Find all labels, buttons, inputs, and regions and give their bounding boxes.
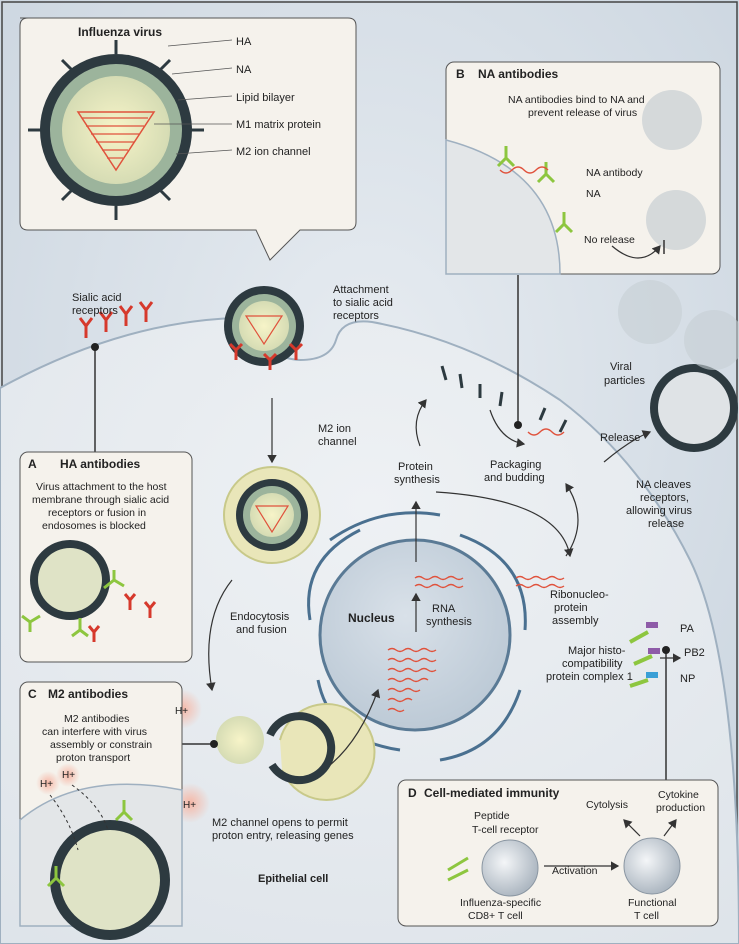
panel-b-text-1: NA antibodies bind to NA and xyxy=(508,94,645,106)
label-m1-matrix: M1 matrix protein xyxy=(236,119,321,131)
panel-b-text-2: prevent release of virus xyxy=(528,107,637,119)
proton-label: H+ xyxy=(183,800,196,811)
viral-particles-label-2: particles xyxy=(604,375,645,387)
connector-dot xyxy=(662,646,670,654)
attachment-label-3: receptors xyxy=(333,310,379,322)
protein-synthesis-label-1: Protein xyxy=(398,461,433,473)
mhc-label-3: protein complex 1 xyxy=(546,671,633,683)
fusing-virus xyxy=(216,702,376,801)
panel-d-peptide: Peptide xyxy=(474,810,510,822)
endocytosis-label-2: and fusion xyxy=(236,624,287,636)
panel-c-text-2: can interfere with virus xyxy=(42,726,147,738)
panel-a-text-4: endosomes is blocked xyxy=(42,520,146,532)
panel-a xyxy=(19,451,193,663)
sialic-acid-receptors xyxy=(78,301,304,370)
rnp-label-3: assembly xyxy=(552,615,599,627)
m2-opens-label-1: M2 channel opens to permit xyxy=(212,817,348,829)
label-m2-channel: M2 ion channel xyxy=(236,146,311,158)
connector-dot xyxy=(514,421,522,429)
sialic-label-1: Sialic acid xyxy=(72,292,122,304)
panel-d-letter: D xyxy=(408,786,417,800)
protein-synthesis-label-2: synthesis xyxy=(394,474,440,486)
packaging-label-1: Packaging xyxy=(490,459,541,471)
panel-a-text-1: Virus attachment to the host xyxy=(36,481,167,493)
mhc-peptide-np: NP xyxy=(680,673,695,685)
epithelial-cell-label: Epithelial cell xyxy=(258,873,328,885)
attachment-label-1: Attachment xyxy=(333,284,389,296)
panel-connectors xyxy=(94,275,667,780)
m2-opens-label-2: proton entry, releasing genes xyxy=(212,830,354,842)
panel-d-cytolysis: Cytolysis xyxy=(586,799,628,811)
na-cleaves-label-1: NA cleaves xyxy=(636,479,692,491)
panel-a-title: HA antibodies xyxy=(60,457,141,471)
panel-a-text-2: membrane through sialic acid xyxy=(32,494,169,506)
panel-a-letter: A xyxy=(28,457,37,471)
process-arrows xyxy=(206,398,682,871)
nucleus-label: Nucleus xyxy=(348,611,395,625)
viral-particles-label-1: Viral xyxy=(610,361,632,373)
panel-b xyxy=(445,61,721,275)
proton-label: H+ xyxy=(175,706,188,717)
panel-d-activation: Activation xyxy=(552,865,598,877)
mhc-peptide-pa: PA xyxy=(680,623,695,635)
label-na: NA xyxy=(236,64,252,76)
influenza-box-title: Influenza virus xyxy=(78,25,162,39)
released-virus xyxy=(618,280,739,452)
endocytosed-virus xyxy=(223,466,321,564)
panel-d-title: Cell-mediated immunity xyxy=(424,786,560,800)
panel-d xyxy=(397,779,719,927)
panel-d-cd8-2: CD8+ T cell xyxy=(468,910,523,922)
panel-d-cytokine-2: production xyxy=(656,802,705,814)
na-cleaves-label-2: receptors, xyxy=(640,492,689,504)
nucleus xyxy=(318,538,512,732)
panel-a-text-3: receptors or fusion in xyxy=(48,507,146,519)
panel-b-letter: B xyxy=(456,67,465,81)
nucleus-rna xyxy=(387,575,565,713)
panel-c-text-1: M2 antibodies xyxy=(64,713,129,725)
na-cleaves-label-4: release xyxy=(648,518,684,530)
release-label: Release xyxy=(600,432,640,444)
panel-d-functional-2: T cell xyxy=(634,910,659,922)
proton-label: H+ xyxy=(62,770,75,781)
m2-ion-label-2: channel xyxy=(318,436,357,448)
panel-d-cytokine-1: Cytokine xyxy=(658,789,699,801)
panel-c-letter: C xyxy=(28,687,37,701)
endocytosis-label-1: Endocytosis xyxy=(230,611,290,623)
mhc-peptide-pb2: PB2 xyxy=(684,647,705,659)
label-lipid-bilayer: Lipid bilayer xyxy=(236,92,295,104)
panel-d-tcr: T-cell receptor xyxy=(472,824,539,836)
packaging-label-2: and budding xyxy=(484,472,545,484)
na-cleaves-label-3: allowing virus xyxy=(626,505,693,517)
rna-synthesis-label-2: synthesis xyxy=(426,616,472,628)
panel-b-na: NA xyxy=(586,188,601,200)
panel-c-title: M2 antibodies xyxy=(48,687,128,701)
mhc-peptide-markers xyxy=(646,622,660,678)
mhc-complexes xyxy=(629,630,653,688)
rnp-label-1: Ribonucleo- xyxy=(550,589,609,601)
connector-dot xyxy=(91,343,99,351)
panel-d-cd8-1: Influenza-specific xyxy=(460,897,541,909)
label-ha: HA xyxy=(236,36,252,48)
attachment-label-2: to sialic acid xyxy=(333,297,393,309)
proton-label: H+ xyxy=(40,779,53,790)
panel-c-text-3: assembly or constrain xyxy=(50,739,152,751)
panel-b-na-antibody: NA antibody xyxy=(586,167,643,179)
membrane-proteins xyxy=(440,365,568,433)
panel-b-no-release: No release xyxy=(584,234,635,246)
connector-dot xyxy=(210,740,218,748)
mhc-label-2: compatibility xyxy=(562,658,623,670)
attaching-virus xyxy=(224,286,304,366)
panel-d-functional-1: Functional xyxy=(628,897,676,909)
rna-synthesis-label-1: RNA xyxy=(432,603,456,615)
m2-ion-label-1: M2 ion xyxy=(318,423,351,435)
mhc-label-1: Major histo- xyxy=(568,645,626,657)
sialic-label-2: receptors xyxy=(72,305,118,317)
rnp-label-2: protein xyxy=(554,602,588,614)
panel-b-title: NA antibodies xyxy=(478,67,559,81)
panel-c-text-4: proton transport xyxy=(56,752,130,764)
panel-c xyxy=(19,681,183,940)
influenza-virus-box xyxy=(19,17,357,261)
